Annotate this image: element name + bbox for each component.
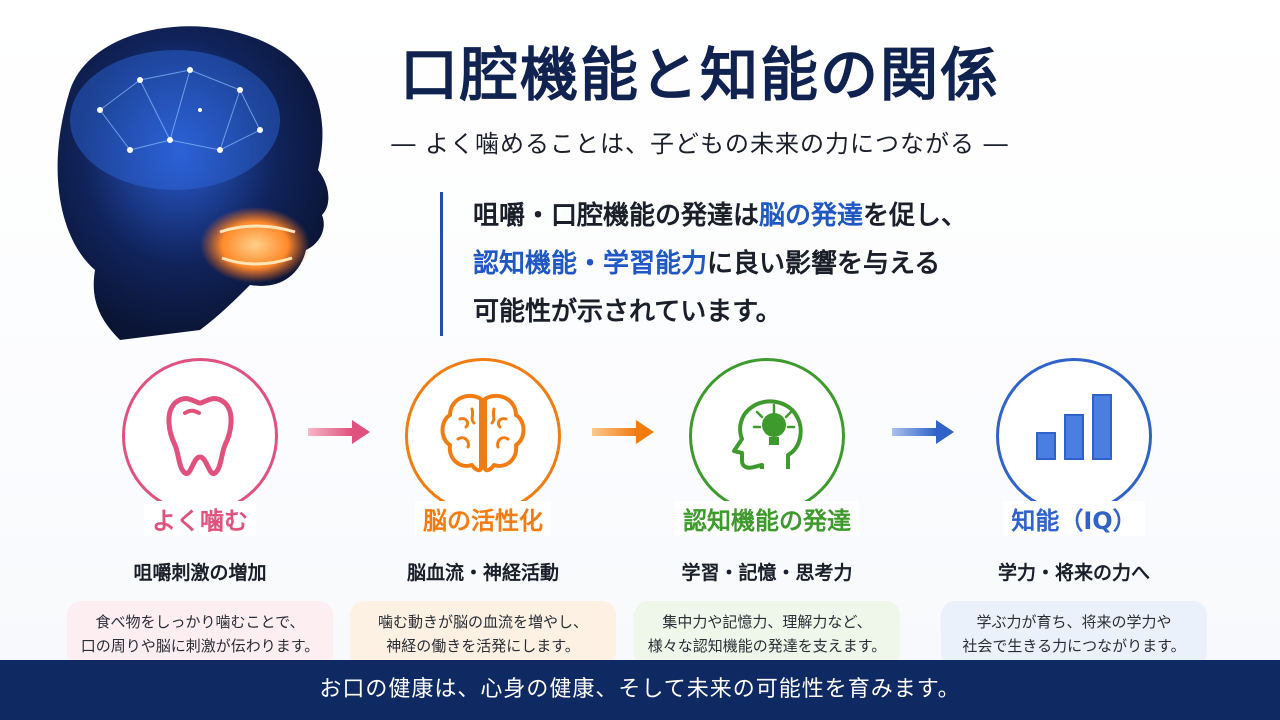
flow-arrow-icon [308, 420, 370, 444]
page-subtitle: ― よく噛めることは、子どもの未来の力につながる ― [391, 130, 1009, 158]
step-circle [996, 358, 1152, 514]
step-circle [122, 358, 278, 514]
step-subtitle: 学力・将来の力へ [997, 562, 1150, 584]
step-label: 認知機能の発達 [675, 501, 859, 536]
step-note: 食べ物をしっかり噛むことで、 口の周りや脳に刺激が伝わります。 [67, 601, 333, 667]
note-line: 噛む動きが脳の血流を増やし、 [377, 613, 588, 631]
step-cognitive-development: 認知機能の発達 学習・記憶・思考力 集中力や記憶力、理解力など、 様々な認知機能… [632, 358, 902, 667]
brain-icon [440, 393, 526, 473]
step-chewing: よく噛む 咀嚼刺激の増加 食べ物をしっかり噛むことで、 口の周りや脳に刺激が伝わ… [65, 358, 335, 667]
note-line: 学ぶ力が育ち、将来の学力や [976, 613, 1172, 631]
statement-highlight: 認知機能・学習能力 [473, 249, 708, 279]
statement-text: を促し、 [863, 201, 968, 231]
statement-line-1: 咀嚼・口腔機能の発達は脳の発達を促し、 [473, 192, 1093, 240]
note-line: 様々な認知機能の発達を支えます。 [647, 637, 887, 655]
step-subtitle: 脳血流・神経活動 [406, 562, 559, 584]
child-brain-illustration [57, 26, 329, 340]
note-line: 集中力や記憶力、理解力など、 [662, 613, 872, 631]
note-line: 口の周りや脳に刺激が伝わります。 [80, 637, 320, 655]
step-note: 噛む動きが脳の血流を増やし、 神経の働きを活発にします。 [350, 601, 616, 667]
note-line: 社会で生きる力につながります。 [962, 637, 1186, 655]
step-intelligence: 知能（IQ） 学力・将来の力へ 学ぶ力が育ち、将来の学力や 社会で生きる力につな… [939, 358, 1209, 667]
statement-highlight: 脳の発達 [759, 201, 864, 231]
step-subtitle: 咀嚼刺激の増加 [133, 562, 267, 584]
step-subtitle: 学習・記憶・思考力 [681, 562, 853, 584]
step-label: 知能（IQ） [1003, 501, 1145, 536]
flow-arrow-icon [592, 420, 654, 444]
statement-text: 咀嚼・口腔機能の発達は [473, 201, 760, 231]
step-brain-activation: 脳の活性化 脳血流・神経活動 噛む動きが脳の血流を増やし、 神経の働きを活発にし… [348, 358, 618, 667]
note-line: 神経の働きを活発にします。 [386, 637, 580, 655]
footer-banner: お口の健康は、心身の健康、そして未来の可能性を育みます。 [0, 660, 1280, 720]
statement-text: に良い影響を与える [707, 249, 941, 279]
key-statement: 咀嚼・口腔機能の発達は脳の発達を促し、 認知機能・学習能力に良い影響を与える 可… [440, 192, 1093, 336]
step-label: 脳の活性化 [415, 501, 551, 536]
bar-chart-icon [1036, 394, 1112, 460]
step-note: 集中力や記憶力、理解力など、 様々な認知機能の発達を支えます。 [634, 601, 900, 667]
statement-line-3: 可能性が示されています。 [473, 297, 782, 327]
page-title: 口腔機能と知能の関係 [399, 41, 1000, 109]
step-circle [689, 358, 845, 514]
head-lightbulb-icon [732, 399, 803, 470]
tooth-icon [166, 396, 234, 476]
note-line: 食べ物をしっかり噛むことで、 [95, 613, 305, 631]
step-circle [405, 358, 561, 514]
step-note: 学ぶ力が育ち、将来の学力や 社会で生きる力につながります。 [941, 601, 1207, 667]
step-label: よく噛む [144, 501, 256, 536]
statement-line-2: 認知機能・学習能力に良い影響を与える [473, 240, 1093, 288]
flow-arrow-icon [892, 420, 954, 444]
